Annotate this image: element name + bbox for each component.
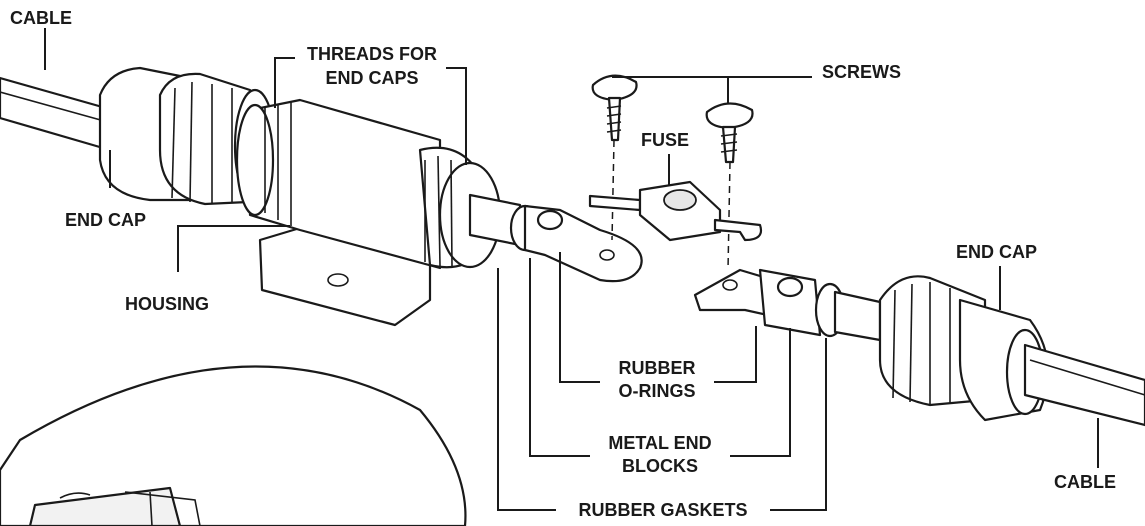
label-threads-line1: THREADS FOR xyxy=(307,44,437,64)
label-end-cap-left: END CAP xyxy=(65,210,146,230)
screw-right xyxy=(705,102,754,164)
screw-left xyxy=(591,74,638,142)
label-metal-blocks-line2: BLOCKS xyxy=(622,456,698,476)
label-rubber-orings-line2: O-RINGS xyxy=(618,381,695,401)
label-cable-right: CABLE xyxy=(1054,472,1116,492)
label-rubber-gaskets: RUBBER GASKETS xyxy=(578,500,747,520)
label-threads-line2: END CAPS xyxy=(325,68,418,88)
label-end-cap-right: END CAP xyxy=(956,242,1037,262)
housing xyxy=(235,98,502,327)
right-metal-end-block xyxy=(693,268,882,342)
detail-inset xyxy=(0,365,467,526)
label-cable-left: CABLE xyxy=(10,8,72,28)
fuse xyxy=(588,180,763,242)
label-screws: SCREWS xyxy=(822,62,901,82)
labels: CABLE THREADS FOR END CAPS SCREWS FUSE E… xyxy=(10,8,1116,520)
label-fuse: FUSE xyxy=(641,130,689,150)
label-rubber-orings-line1: RUBBER xyxy=(618,358,695,378)
right-cable xyxy=(1023,343,1145,427)
label-metal-blocks-line1: METAL END xyxy=(608,433,711,453)
right-end-cap xyxy=(878,275,1050,422)
leader-lines xyxy=(44,28,1099,511)
left-metal-end-block xyxy=(468,193,643,283)
label-housing: HOUSING xyxy=(125,294,209,314)
